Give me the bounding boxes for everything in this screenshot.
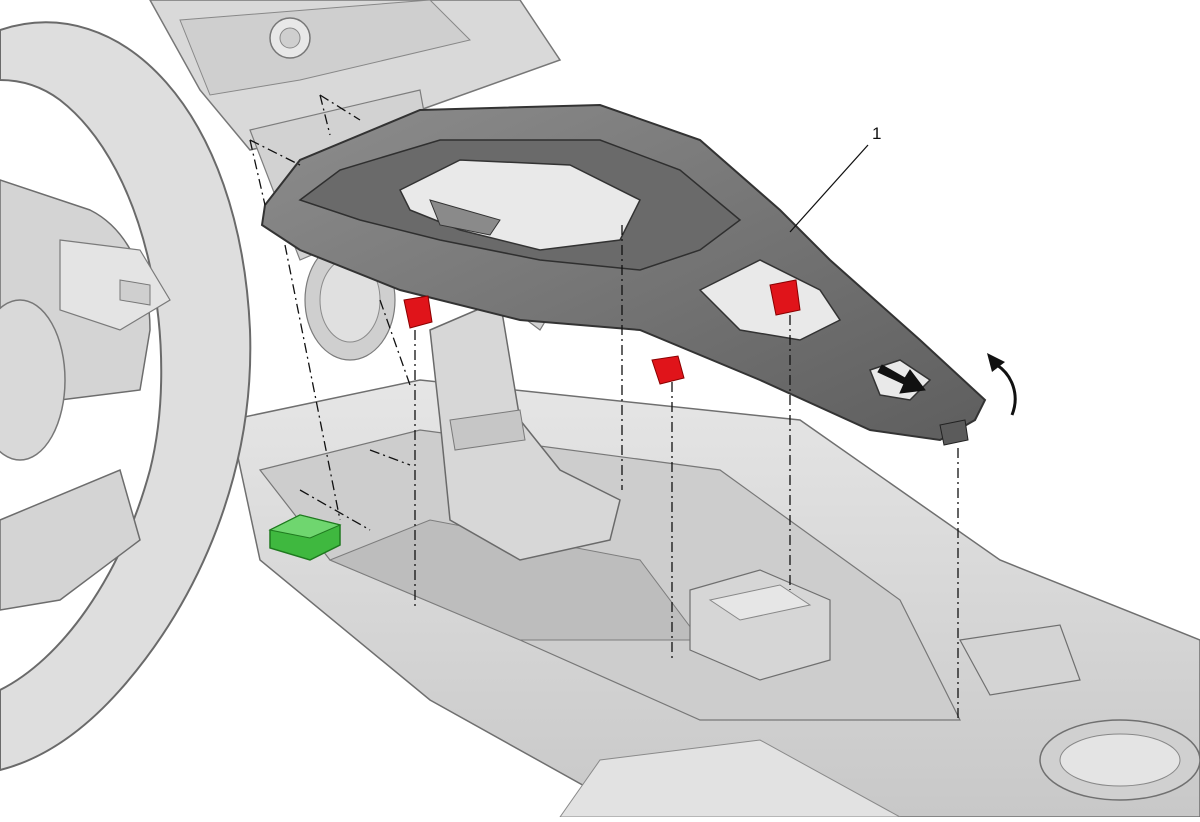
- steering-hub: [0, 299, 66, 461]
- electrical-connector: [268, 514, 342, 561]
- retainer-clip: [651, 355, 685, 385]
- steering-controls: [59, 239, 171, 331]
- steering-wheel: [0, 21, 252, 772]
- console-trim-bezel: [260, 103, 987, 446]
- callout-leader-line: [789, 144, 869, 233]
- shifter-boot-base: [328, 519, 701, 641]
- alignment-lines: [249, 94, 959, 720]
- retainer-clips: [403, 279, 801, 385]
- release-direction-arrow: [877, 364, 926, 394]
- console-button: [959, 624, 1081, 696]
- switch-opening: [698, 259, 842, 341]
- retainer-clip: [769, 279, 801, 316]
- rotate-up-arrow: [987, 353, 1017, 416]
- retainer-clip: [403, 295, 433, 329]
- callout-number: 1: [872, 124, 882, 143]
- center-console: [229, 379, 1200, 818]
